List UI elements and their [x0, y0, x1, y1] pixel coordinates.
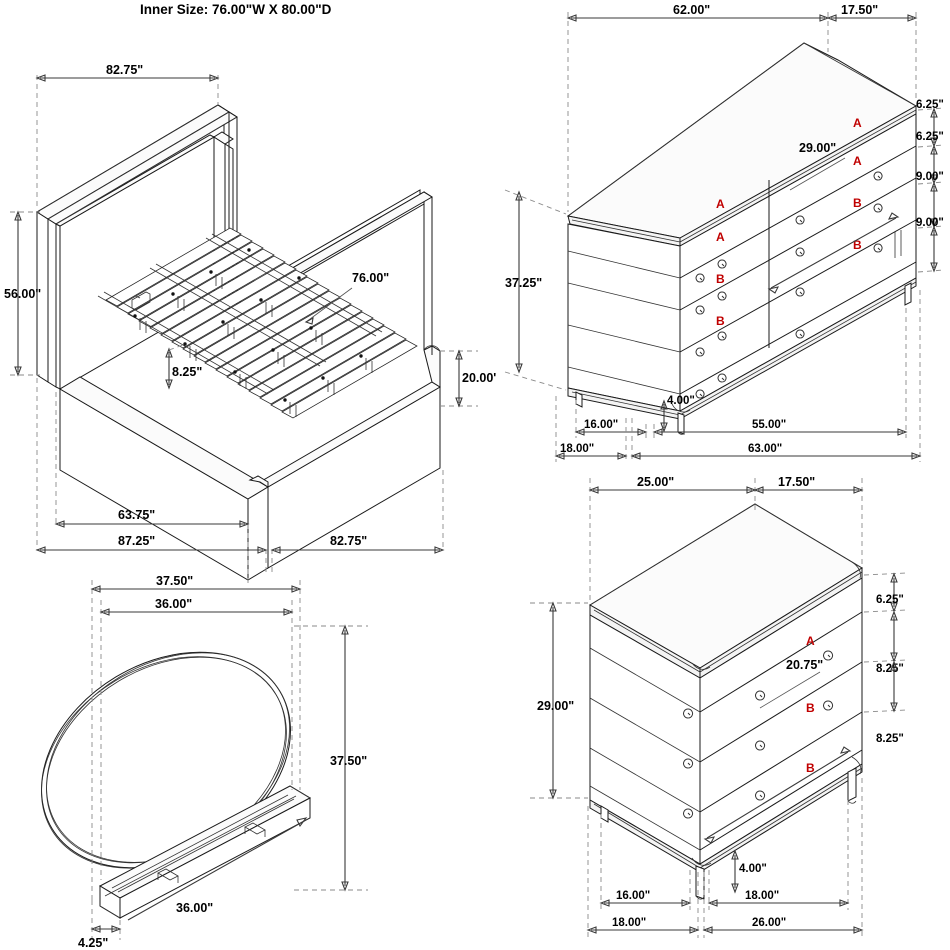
nightstand-knobs — [683, 650, 834, 819]
nightstand-drawer-h2-label: 8.25" — [876, 663, 904, 675]
bed-headboard-width-label: 82.75" — [106, 63, 143, 77]
dresser-drawer-h3-label: 9.00" — [916, 171, 944, 183]
nightstand-drawer-label-3: B — [806, 761, 815, 775]
bed-overall-length-label: 87.25" — [118, 534, 155, 548]
mirror-base-depth-label: 4.25" — [78, 936, 108, 950]
dresser-drawer-label-l3: B — [716, 272, 725, 286]
nightstand-leg-height-label: 4.00" — [739, 863, 767, 875]
mirror-diagram: 37.50" 36.00" 37.50" 36.00" — [41, 574, 368, 950]
nightstand-top-front-label: 25.00" — [637, 475, 674, 489]
dresser-drawer-label-r2: A — [853, 154, 862, 168]
bed-overall-width-label: 82.75" — [330, 534, 367, 548]
nightstand-overall-side-label: 18.00" — [612, 917, 646, 929]
bed-slat-height-label: 8.25" — [172, 365, 202, 379]
nightstand-drawer-h1-label: 6.25" — [876, 594, 904, 606]
dresser-drawer-label-l4: B — [716, 314, 725, 328]
mirror-overall-height-label: 37.50" — [330, 754, 367, 768]
bed-footboard-height-label: 20.00' — [462, 371, 496, 385]
mirror-base-length-label: 36.00" — [176, 901, 213, 915]
dresser-drawer-width-callout: 29.00" — [799, 141, 836, 155]
mirror-overall-width-label: 37.50" — [156, 574, 193, 588]
dresser-diagram: A A B B A A B B 62.00" — [504, 3, 945, 462]
nightstand-legs — [600, 767, 857, 900]
page-title: Inner Size: 76.00"W X 80.00"D — [140, 2, 332, 17]
dresser-drawer-label-r1: A — [853, 116, 862, 130]
mirror-base — [98, 785, 312, 919]
nightstand-drawer-width-callout: 20.75" — [786, 658, 823, 672]
dresser-overall-front-label: 63.00" — [748, 443, 782, 455]
mirror-glass-width-label: 36.00" — [155, 597, 192, 611]
nightstand-top-side-label: 17.50" — [778, 475, 815, 489]
bed-diagram: 82.75" 56.00" 8.25" 76.00" 20.00 — [4, 63, 496, 583]
nightstand-drawer-h3-label: 8.25" — [876, 733, 904, 745]
nightstand-height-label: 29.00" — [537, 699, 574, 713]
dresser-drawer-label-r4: B — [853, 238, 862, 252]
dresser-leg-height-label: 4.00" — [667, 395, 695, 407]
mirror-dimensions: 37.50" 36.00" 37.50" 36.00" — [78, 574, 368, 950]
dresser-base-side-label: 16.00" — [584, 419, 618, 431]
dresser-drawer-h2-label: 6.25" — [916, 131, 944, 143]
dresser-dimensions: 62.00" 17.50" 6.25" 6.25" 9.00" — [504, 3, 945, 462]
dresser-drawer-h4-label: 9.00" — [916, 217, 944, 229]
nightstand-dimensions: 25.00" 17.50" 6.25" 8.25" 8.25" — [530, 475, 907, 938]
dresser-knobs — [695, 171, 883, 399]
nightstand-diagram: A B B 25.00" 17 — [530, 475, 907, 938]
dresser-height-label: 37.25" — [505, 276, 542, 290]
dresser-drawer-label-l2: A — [716, 230, 725, 244]
bed-slats — [97, 227, 418, 419]
dresser-top-side-label: 17.50" — [841, 3, 878, 17]
dresser-top-front-label: 62.00" — [673, 3, 710, 17]
dresser-base-front-label: 55.00" — [752, 419, 786, 431]
nightstand-overall-front-label: 26.00" — [752, 917, 786, 929]
dresser-drawer-label-l1: A — [716, 197, 725, 211]
bed-headboard-height-label: 56.00" — [4, 287, 41, 301]
bed-interior-length-label: 63.75" — [118, 508, 155, 522]
dresser-drawer-label-r3: B — [853, 196, 862, 210]
dresser-overall-side-label: 18.00" — [560, 443, 594, 455]
nightstand-drawer-label-2: B — [806, 701, 815, 715]
nightstand-base-front-label: 18.00" — [745, 890, 779, 902]
nightstand-drawer-label-1: A — [806, 634, 815, 648]
dresser-drawer-h1-label: 6.25" — [916, 99, 944, 111]
nightstand-base-side-label: 16.00" — [616, 890, 650, 902]
bed-dimensions: 82.75" 56.00" 8.25" 76.00" 20.00 — [4, 63, 496, 583]
bed-mattress-width-callout: 76.00" — [352, 271, 389, 285]
